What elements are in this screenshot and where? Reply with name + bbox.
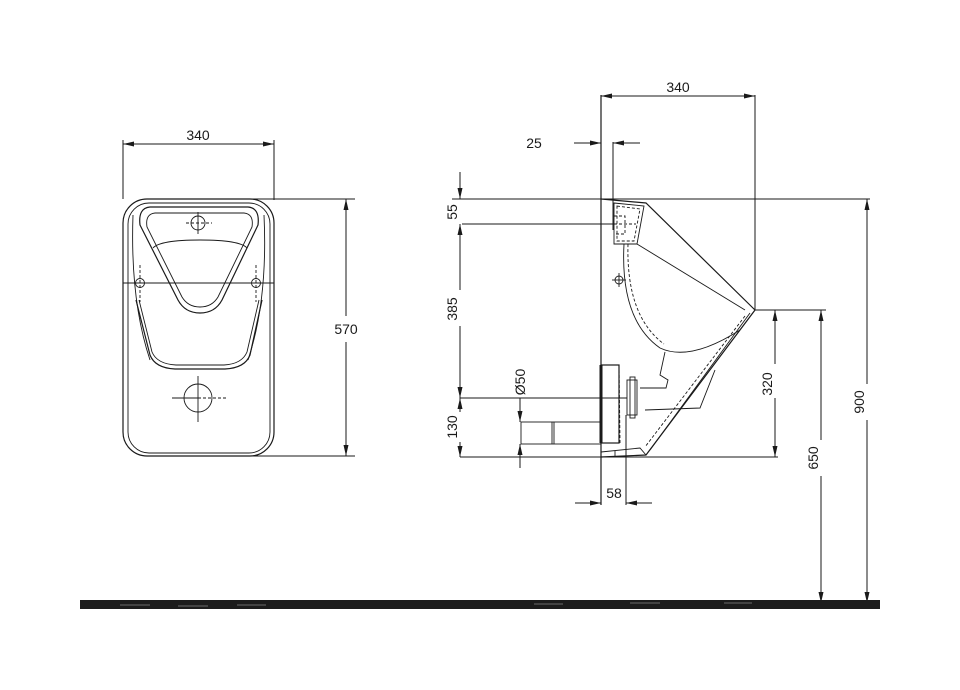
arrow-icon bbox=[744, 93, 755, 99]
arrow-icon bbox=[343, 445, 349, 456]
rim-inner-line bbox=[636, 243, 746, 311]
arrow-icon bbox=[590, 140, 601, 146]
arrow-icon bbox=[457, 446, 463, 457]
trap-lower bbox=[644, 369, 716, 411]
arrow-icon bbox=[457, 387, 463, 398]
offset-label: 25 bbox=[526, 135, 542, 151]
dim-130-label-bg bbox=[448, 412, 468, 442]
floor-bar bbox=[80, 600, 880, 609]
arrow-icon bbox=[626, 500, 637, 506]
depth-label: 340 bbox=[666, 79, 690, 95]
dim-650-label-bg bbox=[809, 440, 829, 476]
arrow-icon bbox=[457, 188, 463, 199]
dim-130-label: 130 bbox=[444, 415, 460, 439]
side-body-outline bbox=[600, 198, 756, 458]
top-bracket-inner bbox=[616, 205, 641, 242]
bowl-back-curve bbox=[623, 243, 661, 349]
arrow-icon bbox=[457, 224, 463, 235]
arrow-icon bbox=[517, 444, 523, 455]
arrow-icon bbox=[772, 310, 778, 321]
dim-385-label: 385 bbox=[444, 297, 460, 321]
side-view: 340 25 55 385 130 Ø50 bbox=[444, 79, 875, 603]
arrow-icon bbox=[864, 199, 870, 210]
arrow-icon bbox=[818, 592, 824, 603]
front-inner-wall bbox=[649, 312, 751, 451]
outlet-pipe bbox=[520, 421, 602, 445]
bowl-back-curve-inner bbox=[627, 243, 665, 345]
front-view: 340 570 bbox=[122, 127, 358, 457]
arrow-icon bbox=[517, 411, 523, 422]
front-body-inner-outline bbox=[127, 202, 271, 454]
dim-650-label: 650 bbox=[805, 446, 821, 470]
dim-55-label: 55 bbox=[444, 204, 460, 220]
arrow-icon bbox=[818, 310, 824, 321]
dim-900-label-bg bbox=[855, 384, 875, 420]
dia-label: Ø50 bbox=[512, 369, 528, 396]
front-rim-outer bbox=[139, 206, 259, 314]
arrow-icon bbox=[457, 398, 463, 409]
arrow-icon bbox=[123, 141, 134, 147]
base-plate bbox=[600, 447, 647, 456]
top-fixing-slot bbox=[614, 215, 626, 235]
arrow-icon bbox=[772, 446, 778, 457]
front-body-outline bbox=[122, 198, 275, 457]
outlet-flange-dashed bbox=[618, 364, 621, 444]
front-left-contour bbox=[132, 214, 151, 361]
arrow-icon bbox=[864, 592, 870, 603]
arrow-icon bbox=[343, 199, 349, 210]
front-bowl-lower bbox=[135, 299, 263, 370]
floor-line bbox=[80, 600, 880, 609]
front-inner-wall-dashed bbox=[644, 315, 746, 448]
front-basin-curve bbox=[152, 239, 248, 249]
front-bowl-lower-inner bbox=[138, 299, 260, 366]
bowl-bottom-curve bbox=[659, 329, 741, 353]
dim-58-label: 58 bbox=[606, 485, 622, 501]
outlet-coupling-ring bbox=[629, 376, 636, 419]
front-rim-inner bbox=[146, 212, 253, 308]
arrow-icon bbox=[590, 500, 601, 506]
dim-900-label: 900 bbox=[851, 390, 867, 414]
trap-upper bbox=[640, 351, 669, 389]
outlet-flange bbox=[600, 364, 620, 444]
dim-320-label-bg bbox=[763, 364, 783, 398]
dim-320-label: 320 bbox=[759, 372, 775, 396]
arrow-icon bbox=[263, 141, 274, 147]
front-width-label: 340 bbox=[186, 127, 210, 143]
arrow-icon bbox=[613, 140, 624, 146]
dim-385-label-bg bbox=[448, 290, 468, 326]
front-height-label: 570 bbox=[334, 321, 358, 337]
arrow-icon bbox=[601, 93, 612, 99]
outlet-coupling bbox=[626, 379, 638, 416]
